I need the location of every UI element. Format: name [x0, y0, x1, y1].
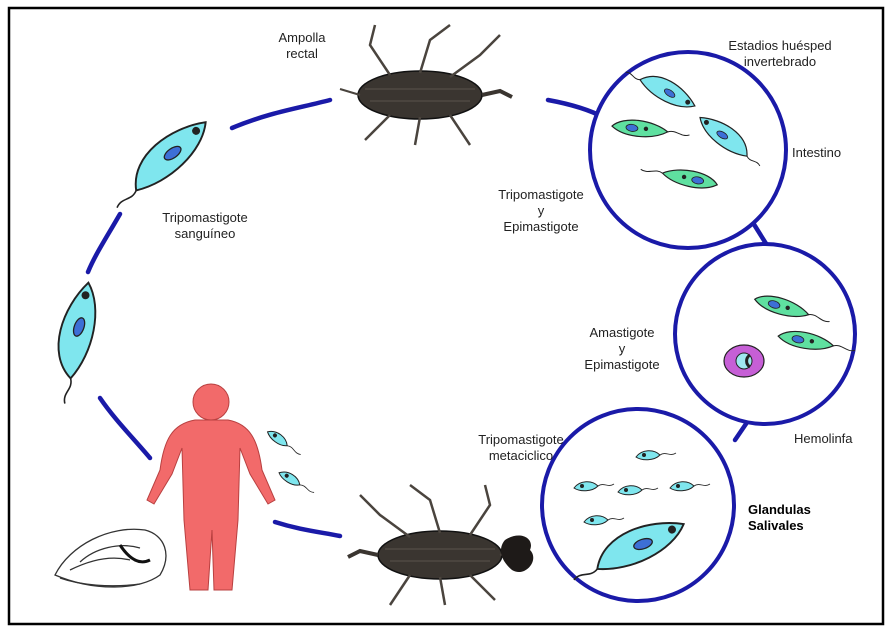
label-intestino: Intestino: [792, 145, 841, 161]
label-tripo-sanguineo: Tripomastigote sanguíneo: [150, 210, 260, 242]
label-hemolinfa: Hemolinfa: [794, 431, 853, 447]
hemolymph-circle: [675, 244, 856, 424]
label-line: Ampolla: [270, 30, 334, 46]
label-line: Tripomastigote: [150, 210, 260, 226]
opossum-sketch: [55, 529, 166, 587]
label-line: Epimastigote: [486, 219, 596, 235]
feces-droplets: [501, 535, 533, 572]
label-line: Intestino: [792, 145, 841, 161]
line-human-to-bug: [275, 522, 340, 536]
label-tripo-epi: Tripomastigote y Epimastigote: [486, 187, 596, 235]
blood-trypomastigote-middle: [37, 279, 110, 405]
amastigote-cell: [724, 345, 764, 377]
label-line: Epimastigote: [572, 357, 672, 373]
label-line: y: [486, 203, 596, 219]
label-amastigote: Amastigote y Epimastigote: [572, 325, 672, 373]
label-line: Salivales: [748, 518, 811, 534]
small-trypomastigote: [266, 427, 302, 460]
label-line: Tripomastigote: [466, 432, 576, 448]
triatomine-bug-bottom: [348, 485, 520, 605]
label-line: y: [572, 341, 672, 357]
label-line: Hemolinfa: [794, 431, 853, 447]
small-trypomastigote: [277, 468, 315, 498]
label-line: sanguíneo: [150, 226, 260, 242]
label-line: metaciclico: [466, 448, 576, 464]
label-line: Glandulas: [748, 502, 811, 518]
blood-trypomastigote-top: [100, 114, 219, 211]
triatomine-bug-top: [340, 25, 512, 145]
line-bug-to-trypo-top: [232, 100, 330, 128]
label-estadios: Estadios huésped invertebrado: [720, 38, 840, 70]
line-trypo-top-to-mid: [88, 214, 120, 272]
label-line: invertebrado: [720, 54, 840, 70]
line-trypo-mid-to-human: [100, 398, 150, 458]
label-line: Estadios huésped: [720, 38, 840, 54]
label-glandulas: Glandulas Salivales: [748, 502, 811, 534]
label-ampolla-rectal: Ampolla rectal: [270, 30, 334, 62]
label-tripo-metaciclico: Tripomastigote metaciclico: [466, 432, 576, 464]
label-line: rectal: [270, 46, 334, 62]
label-line: Amastigote: [572, 325, 672, 341]
label-line: Tripomastigote: [486, 187, 596, 203]
intestine-circle: [590, 52, 786, 248]
